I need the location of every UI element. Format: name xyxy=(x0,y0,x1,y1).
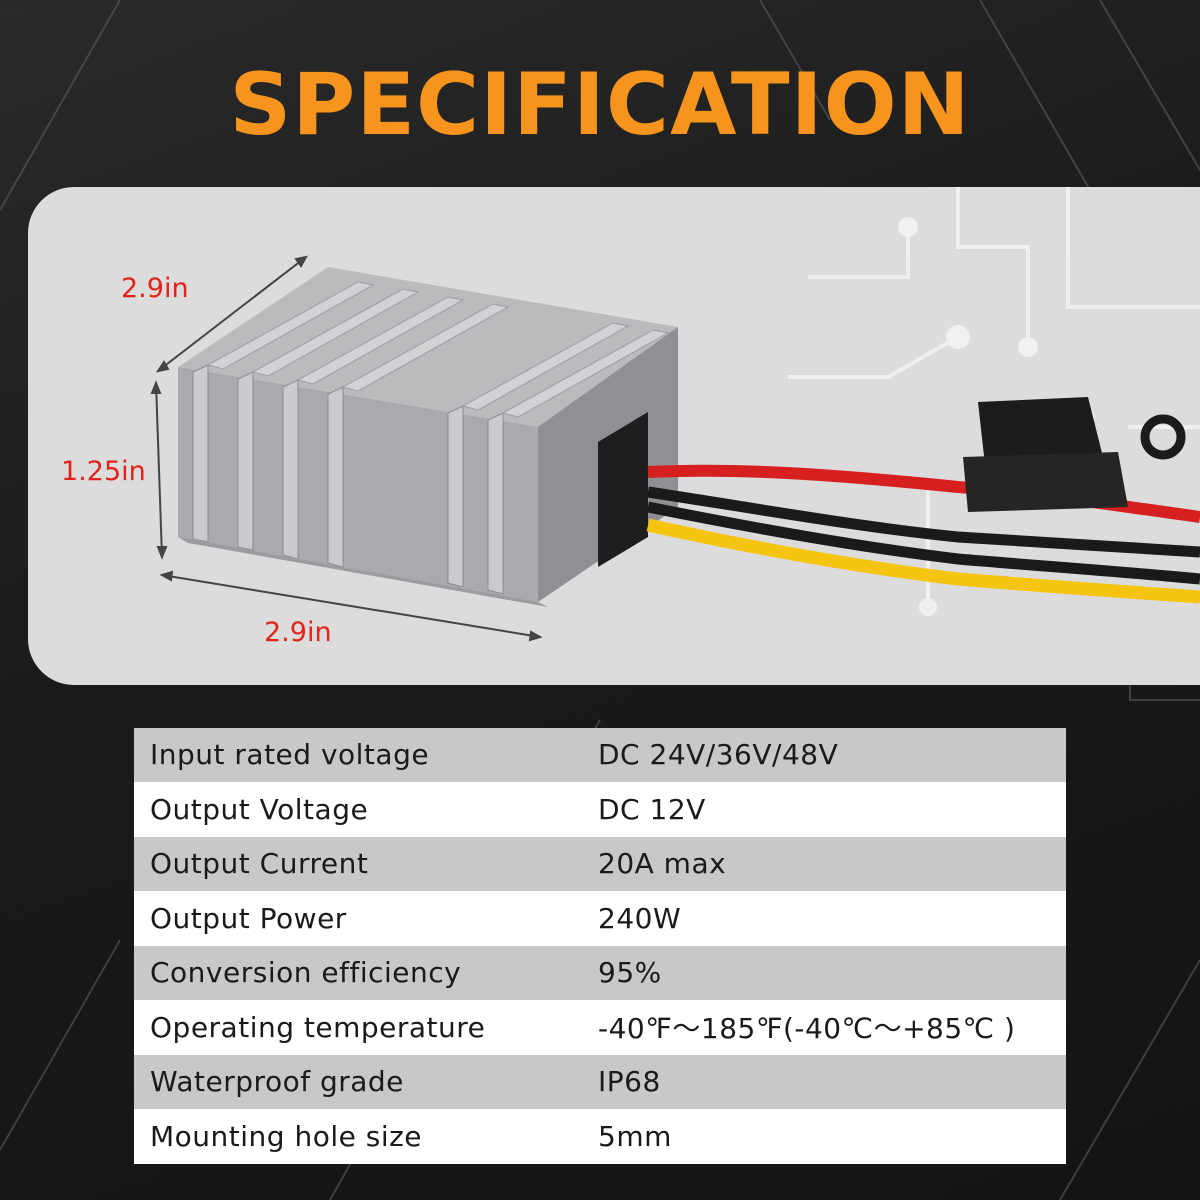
table-row: Conversion efficiency 95% xyxy=(134,945,1066,1001)
table-row: Output Current 20A max xyxy=(134,836,1066,892)
height-dimension-label: 1.25in xyxy=(61,456,146,487)
table-row: Mounting hole size 5mm xyxy=(134,1109,1066,1164)
spec-label: Output Power xyxy=(134,891,582,946)
table-row: Output Power 240W xyxy=(134,891,1066,946)
spec-value: IP68 xyxy=(582,1054,1066,1110)
spec-value: DC 24V/36V/48V xyxy=(582,728,1066,783)
spec-value: 240W xyxy=(582,891,1066,946)
product-illustration xyxy=(150,187,1200,642)
spec-label: Conversion efficiency xyxy=(134,945,582,1001)
page-title: SPECIFICATION xyxy=(229,55,971,155)
spec-value: 5mm xyxy=(582,1109,1066,1164)
spec-value: 20A max xyxy=(582,836,1066,892)
table-row: Waterproof grade IP68 xyxy=(134,1054,1066,1110)
spec-value: DC 12V xyxy=(582,782,1066,837)
spec-value: -40℉～185℉(-40℃～+85℃ ) xyxy=(582,1000,1066,1055)
specification-table: Input rated voltage DC 24V/36V/48V Outpu… xyxy=(134,728,1066,1164)
depth-dimension-label: 2.9in xyxy=(121,273,189,304)
table-row: Operating temperature -40℉～185℉(-40℃～+85… xyxy=(134,1000,1066,1055)
width-dimension-label: 2.9in xyxy=(264,617,332,648)
spec-label: Waterproof grade xyxy=(134,1054,582,1110)
table-row: Input rated voltage DC 24V/36V/48V xyxy=(134,728,1066,783)
table-row: Output Voltage DC 12V xyxy=(134,782,1066,837)
spec-label: Mounting hole size xyxy=(134,1109,582,1164)
spec-label: Output Current xyxy=(134,836,582,892)
spec-label: Operating temperature xyxy=(134,1000,582,1055)
spec-label: Input rated voltage xyxy=(134,728,582,783)
spec-value: 95% xyxy=(582,945,1066,1001)
spec-label: Output Voltage xyxy=(134,782,582,837)
product-image-panel: 2.9in 1.25in 2.9in xyxy=(28,187,1200,685)
